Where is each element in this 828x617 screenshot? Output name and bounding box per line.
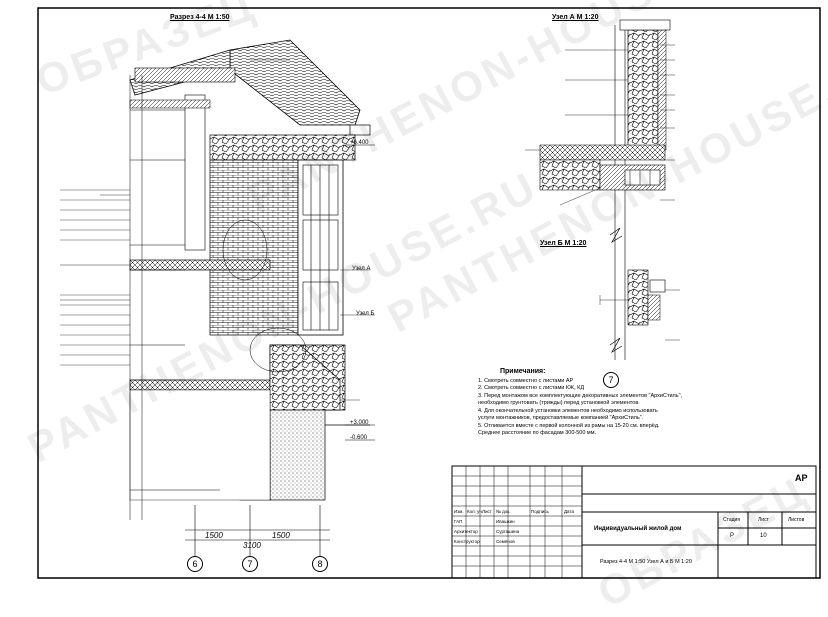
stamp-name: Семёнов (496, 539, 515, 544)
note-line: 3. Перед монтажом все комплектующие деко… (478, 392, 683, 399)
elev-1: +6.400 (350, 140, 369, 146)
node-a-marker: Узел А (352, 266, 371, 272)
stamp-role: ГАП (454, 519, 463, 524)
note-line: 2. Смотреть совместно с листами КЖ, КД (478, 385, 585, 391)
section-title: Разрез 4-4 М 1:50 (170, 14, 230, 21)
note-line: услуги монтажников, предоставляемые комп… (478, 415, 644, 421)
notes-heading: Примечания: (500, 368, 546, 375)
stamp-name: Ивашкин (496, 519, 515, 524)
stamp-stage-value: Р (730, 533, 735, 539)
stamp-col-doc: № док. (496, 509, 511, 514)
node-ref-circle: 7 (603, 372, 619, 388)
stamp-sheets-header: Листов (788, 517, 805, 523)
axis-7: 7 (242, 556, 258, 572)
elev-2: +3.000 (350, 420, 369, 426)
dim-total: 3100 (243, 541, 261, 550)
stamp-sheet-title: Разрез 4-4 М 1:50 Узел А и Б М 1:20 (600, 559, 692, 565)
stamp-sheet-header: Лист (758, 517, 769, 523)
stamp-col-list: Лист (482, 509, 492, 514)
elev-3: -0.600 (350, 435, 368, 441)
stamp-code: АР (795, 473, 808, 483)
stamp-col-izm: Изм. (454, 509, 464, 514)
note-line: 1. Смотреть совместно с листами АР (478, 377, 574, 384)
stamp-col-date: Дата (564, 509, 574, 514)
dim-left: 1500 (205, 531, 223, 540)
stamp-project-name: Индивидуальный жилой дом (594, 526, 682, 532)
note-line: необходимо грунтовать (трижды) перед уст… (478, 400, 640, 406)
stamp-stage-header: Стадия (723, 517, 741, 523)
node-b-title: Узел Б М 1:20 (540, 240, 587, 247)
axis-8: 8 (312, 556, 328, 572)
note-line: 4. Для окончательной установки элементов… (478, 407, 658, 414)
stamp-role: Конструктор (454, 539, 480, 544)
drawing-sheet: ОБРАЗЕЦ PANTHENON-HOUSE.RU PANTHENON-HOU… (20, 0, 828, 616)
axis-6: 6 (187, 556, 203, 572)
stamp-name: Сургашина (496, 529, 520, 534)
dim-right: 1500 (272, 531, 290, 540)
stamp-sheet-value: 10 (760, 533, 767, 539)
stamp-col-sign: Подпись (531, 509, 549, 514)
stamp-col-kol: Кол. уч (467, 509, 482, 514)
drawing-canvas (37, 7, 821, 579)
node-a-title: Узел А М 1:20 (552, 14, 599, 21)
note-line: Среднее расстояние по фасадам 300-500 мм… (478, 430, 597, 436)
notes-block: Примечания: 1. Смотреть совместно с лист… (478, 368, 728, 438)
node-b-marker: Узел Б (356, 311, 375, 317)
stamp-role: Архитектор (454, 529, 478, 534)
note-line: 5. Отливается вместе с первой колонной и… (478, 422, 660, 429)
